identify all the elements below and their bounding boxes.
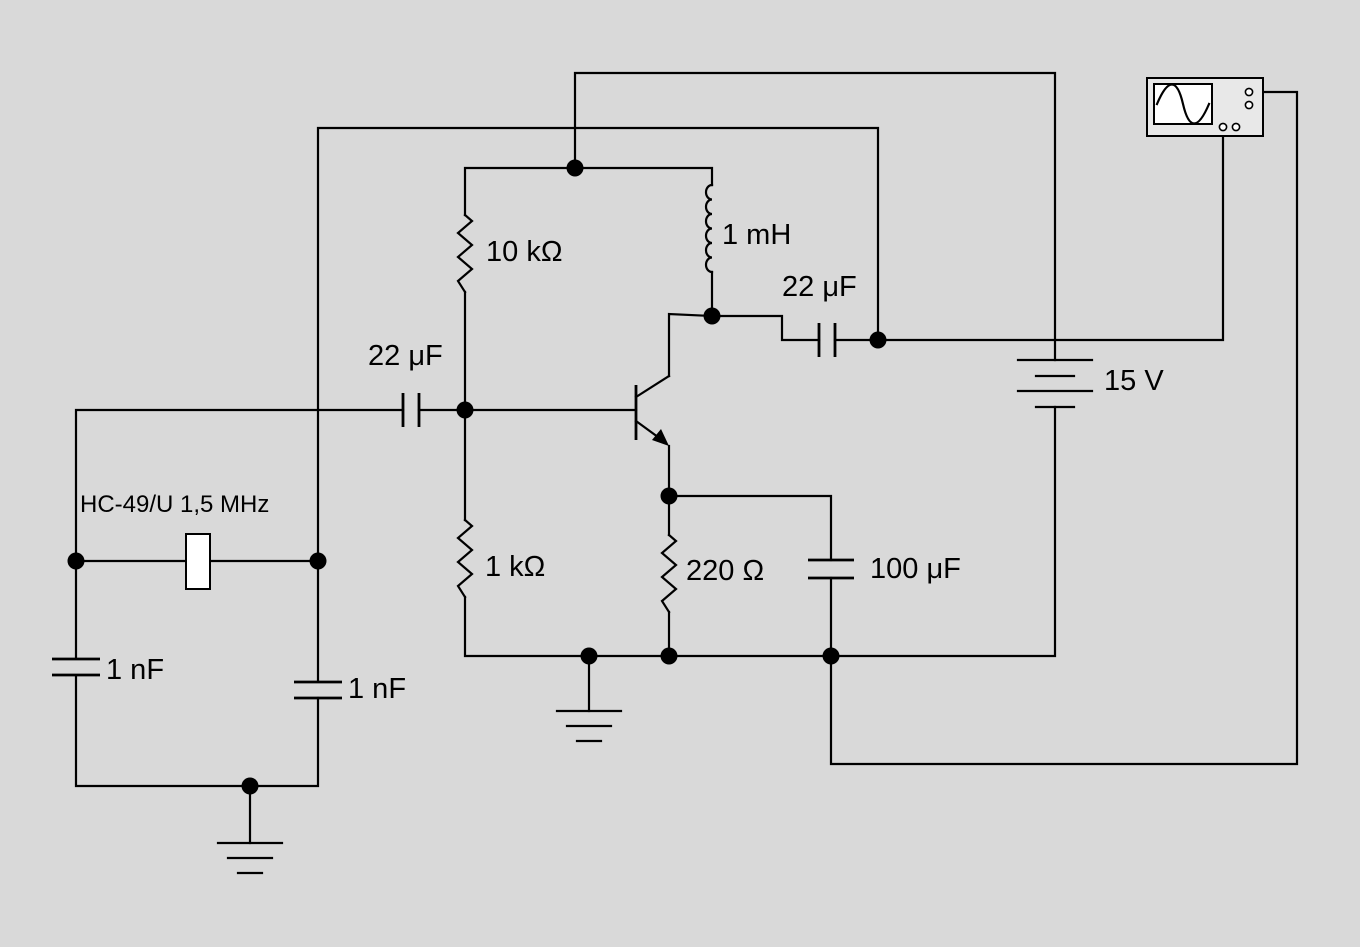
- resistor-220: [660, 533, 678, 614]
- wire-supply-top: [573, 71, 1057, 362]
- ground-icon: [555, 709, 623, 743]
- label-100uf: 100 μF: [870, 553, 961, 585]
- wire-collector: [667, 312, 714, 378]
- label-220: 220 Ω: [686, 555, 764, 587]
- ground-icon: [216, 841, 284, 875]
- oscilloscope-icon: [1146, 77, 1264, 137]
- capacitor-1nf-left: [52, 657, 100, 677]
- label-10k: 10 kΩ: [486, 236, 563, 268]
- wire-scope-return: [829, 90, 1299, 766]
- wire-feedback: [316, 126, 880, 563]
- resistor-1k: [456, 518, 474, 599]
- capacitor-1nf-right: [294, 680, 342, 700]
- battery: [1016, 358, 1094, 409]
- capacitor-100uf: [808, 558, 854, 580]
- wires: [74, 71, 1299, 845]
- label-1nf-left: 1 nF: [106, 654, 164, 686]
- wire-c-left-bottom: [74, 674, 320, 788]
- label-battery: 15 V: [1104, 365, 1164, 397]
- label-22uf-input: 22 μF: [368, 340, 443, 372]
- inductor-1mh: [704, 183, 714, 274]
- npn-transistor: [634, 374, 671, 446]
- capacitor-22uf-output: [817, 323, 837, 357]
- label-1mh: 1 mH: [722, 219, 791, 251]
- wire-ground-rail: [463, 405, 1057, 658]
- label-crystal: HC-49/U 1,5 MHz: [80, 491, 269, 518]
- junction-dots: [67, 159, 887, 795]
- wire-collector-cout: [710, 314, 821, 342]
- label-1k: 1 kΩ: [485, 551, 545, 583]
- wire-cin-left: [74, 408, 405, 659]
- resistor-10k: [456, 213, 474, 294]
- wire-emitter-cbypass: [667, 494, 833, 562]
- wire-output: [833, 125, 1225, 342]
- capacitor-22uf-input: [401, 393, 421, 427]
- crystal: [185, 533, 211, 590]
- wire-top-rail: [463, 166, 714, 217]
- label-22uf-output: 22 μF: [782, 271, 857, 303]
- label-1nf-right: 1 nF: [348, 673, 406, 705]
